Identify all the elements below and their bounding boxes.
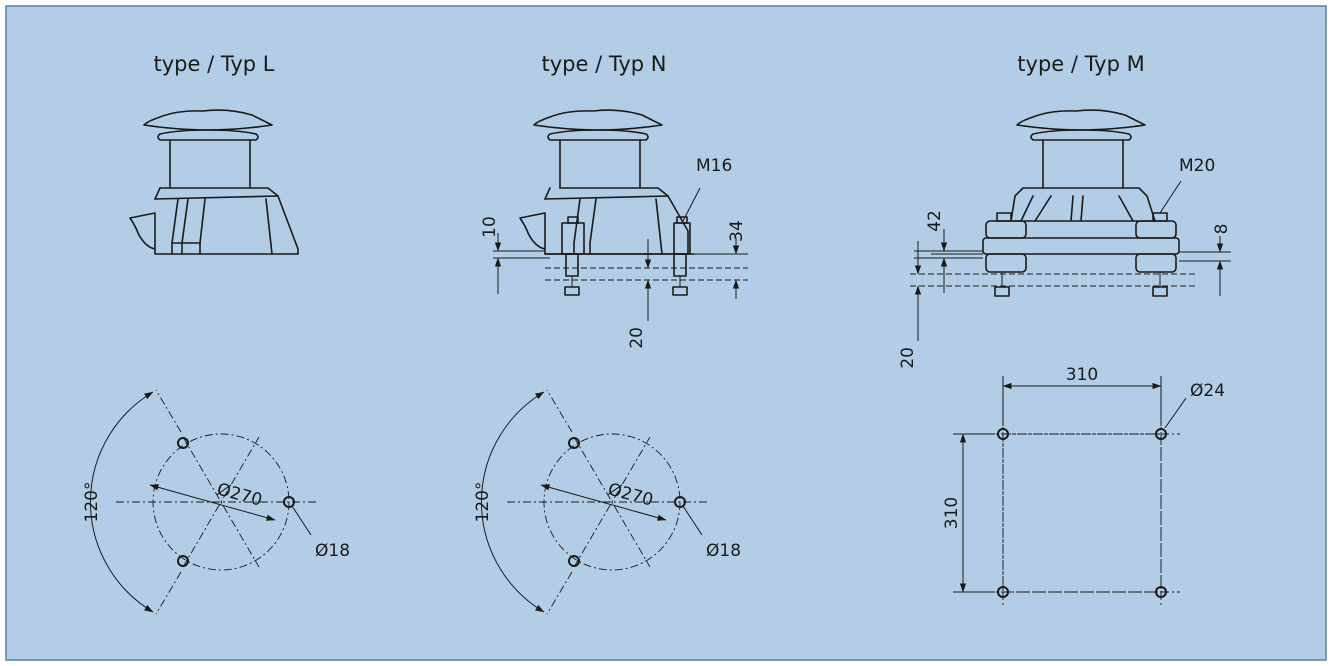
bolt-hole (997, 586, 1009, 598)
hole-diameter-label: Ø18 (315, 541, 350, 561)
type-m-square-pattern: 310 310 Ø24 (942, 365, 1225, 608)
type-l-title: type / Typ L (153, 52, 274, 76)
bolt-hole (1155, 586, 1167, 598)
bolt-hole (283, 496, 295, 508)
bolt-hole (997, 428, 1009, 440)
bolt-hole (568, 555, 580, 567)
type-n-elevation: type / Typ N 10 20 34 M16 (480, 52, 748, 349)
type-n-title: type / Typ N (541, 52, 666, 76)
hole-diameter-label: Ø24 (1190, 381, 1225, 401)
type-m-elevation: type / Typ M 42 20 8 M20 (898, 52, 1232, 369)
dimension-label-right: 34 (727, 220, 747, 242)
width-label: 310 (1066, 365, 1098, 385)
hole-diameter-label: Ø18 (706, 541, 741, 561)
angle-label: 120° (82, 482, 102, 523)
type-l-bolt-circle: 120° Ø270 Ø18 (82, 389, 350, 615)
dimension-label-top: 10 (480, 216, 500, 238)
bolt-hole (674, 496, 686, 508)
angle-label: 120° (473, 482, 493, 523)
type-m-title: type / Typ M (1017, 52, 1144, 76)
dimension-label-left: 42 (925, 210, 945, 232)
dimension-label-bottom: 20 (627, 327, 647, 349)
type-n-bolt-circle: 120° Ø270 Ø18 (473, 389, 741, 615)
bolt-hole (1155, 428, 1167, 440)
type-l-elevation: type / Typ L (129, 52, 299, 255)
height-label: 310 (942, 497, 962, 529)
bolt-thread-label: M20 (1179, 156, 1215, 176)
bolt-thread-label: M16 (696, 156, 732, 176)
bolt-hole (177, 437, 189, 449)
bolt-hole (568, 437, 580, 449)
bolt-hole (177, 555, 189, 567)
background-panel (5, 5, 1327, 661)
dimension-label-bottom: 20 (898, 347, 918, 369)
dimension-label-right: 8 (1212, 224, 1232, 235)
